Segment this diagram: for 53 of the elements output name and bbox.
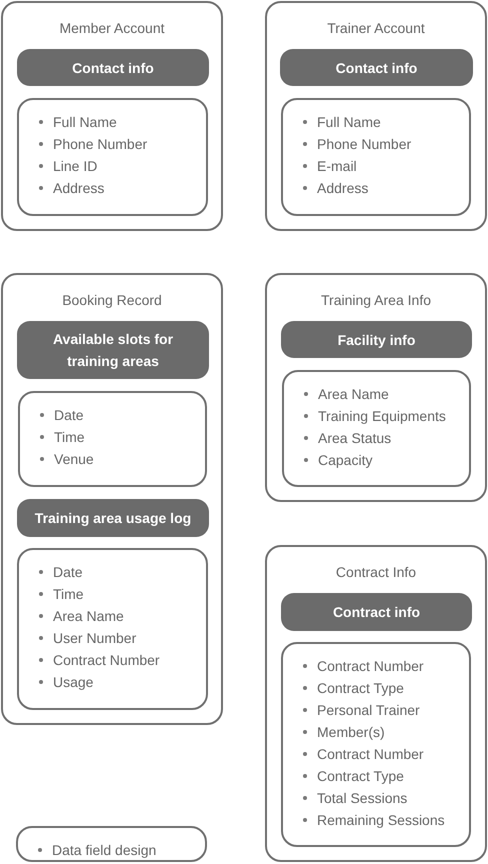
field-item: Area Name (53, 607, 124, 626)
field-list-box (17, 98, 208, 216)
card-title: Member Account (59, 19, 165, 37)
field-item: Full Name (53, 113, 117, 132)
field-list-box (281, 98, 471, 216)
field-item: Phone Number (317, 135, 412, 154)
table-card (265, 273, 487, 502)
field-list-box (282, 370, 471, 487)
field-item: Personal Trainer (317, 701, 420, 720)
section-header: Training area usage log (17, 499, 209, 537)
field-item: Contract Number (317, 657, 424, 676)
field-item: Member(s) (317, 723, 385, 742)
field-item: Line ID (53, 157, 98, 176)
field-list-box (16, 826, 207, 862)
field-item: Date (54, 406, 84, 425)
field-item: Time (53, 585, 84, 604)
field-item: Contract Number (53, 651, 160, 670)
field-item: Full Name (317, 113, 381, 132)
field-item: Date (53, 563, 83, 582)
field-item: Address (53, 179, 104, 198)
card-title: Booking Record (62, 291, 162, 309)
field-item: Time (54, 428, 85, 447)
field-item: Total Sessions (317, 789, 408, 808)
field-item: Venue (54, 450, 94, 469)
card-title: Trainer Account (327, 19, 425, 37)
field-item: Contract Type (317, 767, 404, 786)
field-item: User Number (53, 629, 136, 648)
section-header: Contact info (17, 49, 209, 86)
table-card (265, 1, 487, 231)
section-header: Contract info (281, 593, 472, 631)
field-list-box (18, 391, 207, 487)
field-item: Usage (53, 673, 94, 692)
card-title: Training Area Info (321, 291, 431, 309)
field-item: Area Name (318, 385, 389, 404)
section-header: Contact info (280, 49, 473, 86)
card-title: Contract Info (336, 563, 416, 581)
table-card (1, 1, 223, 231)
field-item: Address (317, 179, 368, 198)
field-item: Remaining Sessions (317, 811, 445, 830)
field-item: Area Status (318, 429, 392, 448)
field-item: E-mail (317, 157, 357, 176)
table-card (265, 545, 487, 862)
field-item: Training Equipments (318, 407, 446, 426)
section-header: Available slots for training areas (17, 321, 209, 379)
section-header: Facility info (281, 321, 472, 358)
field-item: Contract Number (317, 745, 424, 764)
field-list-box (17, 548, 208, 710)
field-list-box (281, 642, 471, 847)
field-item: Capacity (318, 451, 372, 470)
field-item: Phone Number (53, 135, 148, 154)
field-item: Data field design (52, 841, 156, 860)
field-item: Contract Type (317, 679, 404, 698)
table-card (1, 273, 223, 725)
